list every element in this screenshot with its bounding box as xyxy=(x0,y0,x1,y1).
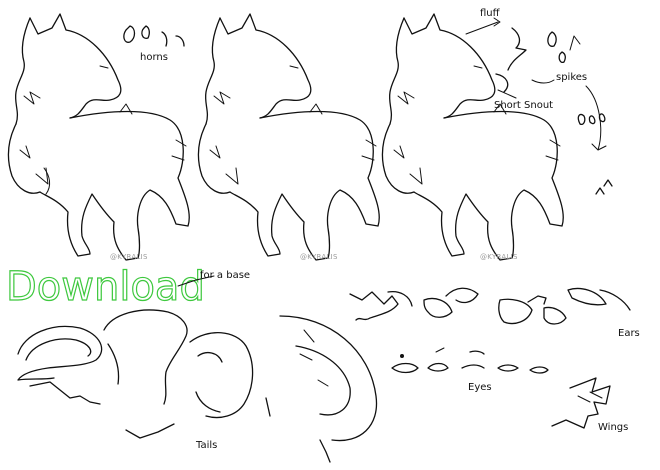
for-a-base-label: for a base xyxy=(200,270,250,281)
wolf-base-2 xyxy=(197,13,380,261)
ears-label: Ears xyxy=(618,328,640,339)
eyes-label: Eyes xyxy=(468,382,492,393)
spikes-label: spikes xyxy=(556,72,587,83)
download-text[interactable]: Download xyxy=(5,263,205,310)
watermark-1: @KYRALIS xyxy=(110,253,148,261)
short-snout-sample xyxy=(495,73,517,99)
wings-sample xyxy=(551,377,611,429)
long-tail-sample xyxy=(279,315,378,463)
fluff-label: fluff xyxy=(480,8,501,19)
fluff-sample xyxy=(465,17,527,71)
short-snout-label: Short Snout xyxy=(494,100,553,111)
ears-samples xyxy=(349,287,631,325)
watermark-2: @KYRALIS xyxy=(300,253,338,261)
wings-label: Wings xyxy=(598,422,628,433)
spikes-samples xyxy=(531,31,613,195)
watermark-3: @KYRALIS xyxy=(480,253,518,261)
wolf-base-3 xyxy=(381,13,564,261)
wolf-base-1 xyxy=(7,13,190,261)
eyes-samples xyxy=(391,347,549,374)
horns-label: horns xyxy=(140,52,168,63)
for-a-base-arrow xyxy=(177,275,215,287)
tails-samples xyxy=(17,309,271,439)
tails-label: Tails xyxy=(195,440,217,451)
horns-samples xyxy=(123,25,185,47)
